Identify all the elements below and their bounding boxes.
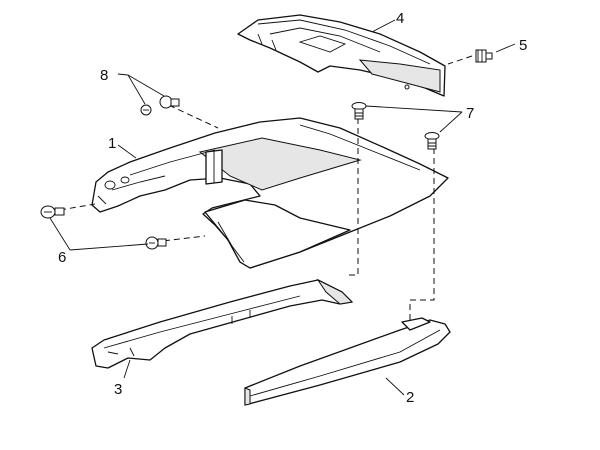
screw-5 <box>475 49 493 63</box>
screw-8-a <box>140 104 152 116</box>
screw-6-b <box>145 236 167 250</box>
callout-7: 7 <box>466 105 474 122</box>
callout-8: 8 <box>100 67 108 84</box>
callout-5: 5 <box>519 37 527 54</box>
screw-7-b <box>424 132 440 150</box>
screw-6-a <box>40 205 65 219</box>
leader-lines <box>49 19 516 396</box>
part-3-lower-rail <box>91 278 354 369</box>
part-4-rear-carrier <box>237 14 446 97</box>
callout-4: 4 <box>396 10 404 27</box>
part-1-rear-cowl <box>91 117 449 269</box>
callout-1: 1 <box>108 135 116 152</box>
part-2-trim-strip <box>244 317 451 406</box>
screw-7-a <box>351 102 367 120</box>
callout-6: 6 <box>58 249 66 266</box>
screw-8-b <box>159 95 180 109</box>
callout-3: 3 <box>114 381 122 398</box>
callout-2: 2 <box>406 389 414 406</box>
